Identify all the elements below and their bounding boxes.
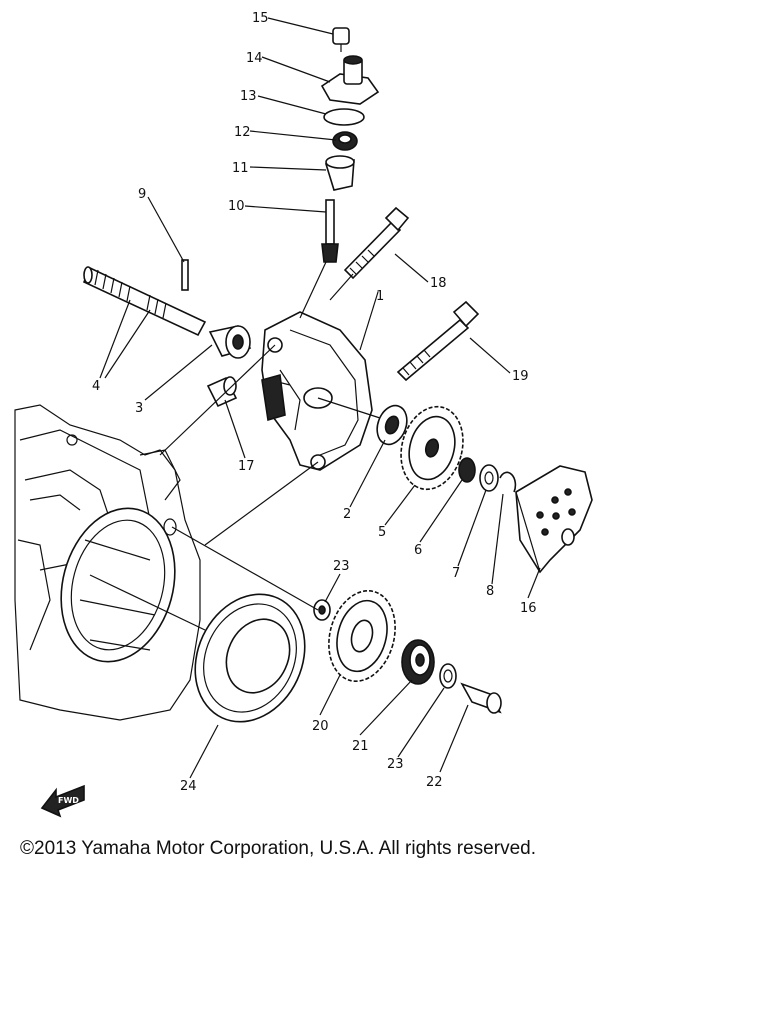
callout-12: 12 xyxy=(234,125,251,140)
callout-19: 19 xyxy=(512,369,529,384)
part-bolt-short xyxy=(343,206,410,280)
callout-15: 15 xyxy=(252,11,269,26)
callout-17: 17 xyxy=(238,459,255,474)
part-drive-housing xyxy=(320,55,380,105)
part-bolt-long xyxy=(396,300,480,382)
callout-11: 11 xyxy=(232,161,249,176)
callout-4: 4 xyxy=(92,379,100,394)
callout-6: 6 xyxy=(414,543,422,558)
part-washer xyxy=(376,404,408,446)
part-sprocket-upper xyxy=(400,405,464,491)
callout-8: 8 xyxy=(486,584,494,599)
callout-13: 13 xyxy=(240,89,257,104)
part-plate-washer xyxy=(479,464,499,492)
callout-21: 21 xyxy=(352,739,369,754)
callout-7: 7 xyxy=(452,566,460,581)
callout-24: 24 xyxy=(180,779,197,794)
leader-lines xyxy=(99,17,541,779)
copyright-notice: ©2013 Yamaha Motor Corporation, U.S.A. A… xyxy=(20,838,536,859)
part-washer-upper xyxy=(313,599,331,621)
part-bush xyxy=(208,325,252,359)
callout-20: 20 xyxy=(312,719,329,734)
callout-23-lower: 23 xyxy=(387,757,404,772)
callout-2: 2 xyxy=(343,507,351,522)
part-oil-seal xyxy=(194,593,306,723)
callout-1: 1 xyxy=(376,289,384,304)
callout-22: 22 xyxy=(426,775,443,790)
callout-16: 16 xyxy=(520,601,537,616)
exploded-parts-diagram: FWD 1 2 3 4 5 6 7 xyxy=(14,11,593,818)
callout-14: 14 xyxy=(246,51,263,66)
part-drive-gear xyxy=(321,199,339,263)
part-cap-bolt xyxy=(332,27,350,52)
part-circlip xyxy=(499,471,517,493)
part-chain-guide xyxy=(515,465,593,574)
part-bushing xyxy=(324,155,355,191)
callout-23-upper: 23 xyxy=(333,559,350,574)
part-sprocket-lower xyxy=(328,590,396,682)
part-shaft xyxy=(82,266,207,337)
callout-5: 5 xyxy=(378,525,386,540)
callout-labels: 1 2 3 4 5 6 7 8 9 10 11 12 13 14 15 16 1… xyxy=(92,11,537,794)
crankcase xyxy=(14,404,201,721)
part-washer-lower xyxy=(439,663,457,689)
part-housing xyxy=(261,311,373,471)
part-collar xyxy=(458,457,476,483)
part-dowel xyxy=(206,376,238,408)
part-seal xyxy=(332,131,358,151)
part-spacer xyxy=(460,682,502,714)
alignment-lines xyxy=(89,261,381,631)
callout-3: 3 xyxy=(135,401,143,416)
part-gasket xyxy=(323,108,365,126)
part-bearing xyxy=(401,639,435,685)
part-pin xyxy=(181,259,189,291)
forward-arrow-icon: FWD xyxy=(40,784,85,818)
callout-10: 10 xyxy=(228,199,245,214)
fwd-label: FWD xyxy=(58,796,79,805)
callout-18: 18 xyxy=(430,276,447,291)
callout-9: 9 xyxy=(138,187,146,202)
